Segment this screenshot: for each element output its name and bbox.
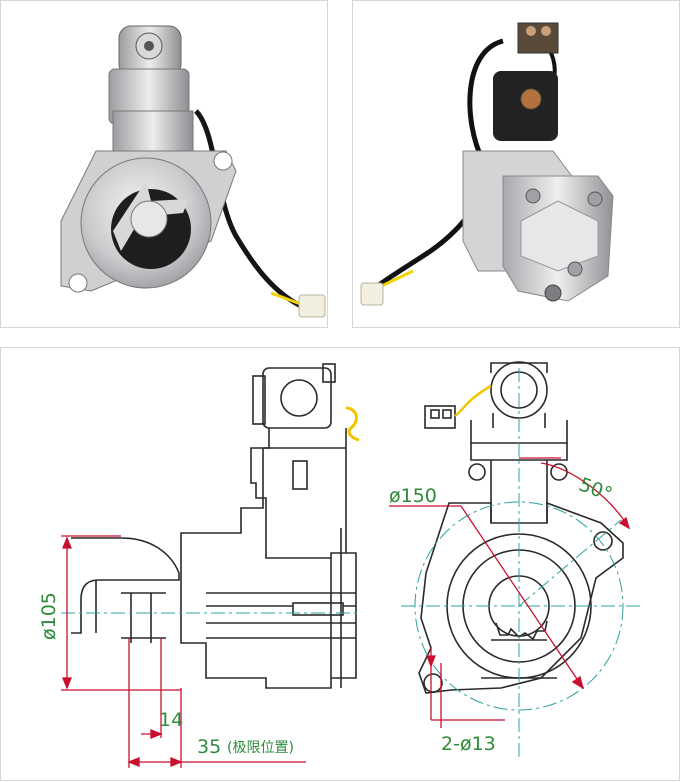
dim-length-35: 35 — [197, 736, 221, 758]
photo-front-view — [0, 0, 328, 328]
dim-holes-13: 2-ø13 — [441, 733, 496, 755]
dim-angle-50: 50° — [576, 474, 615, 506]
technical-drawing: ø105 14 35 (极限位置) — [0, 347, 680, 781]
dim-length-35-note: (极限位置) — [227, 740, 294, 756]
end-view — [418, 361, 624, 694]
photo-rear-view — [352, 0, 680, 328]
dim-diameter-105: ø105 — [38, 592, 60, 640]
starter-motor-rear-icon — [360, 22, 614, 306]
dim-length-14: 14 — [159, 709, 183, 731]
starter-motor-front-icon — [60, 25, 326, 318]
dim-diameter-150: ø150 — [389, 485, 437, 507]
starter-motor-schematic: ø105 14 35 (极限位置) — [38, 361, 641, 768]
side-view — [71, 363, 357, 689]
